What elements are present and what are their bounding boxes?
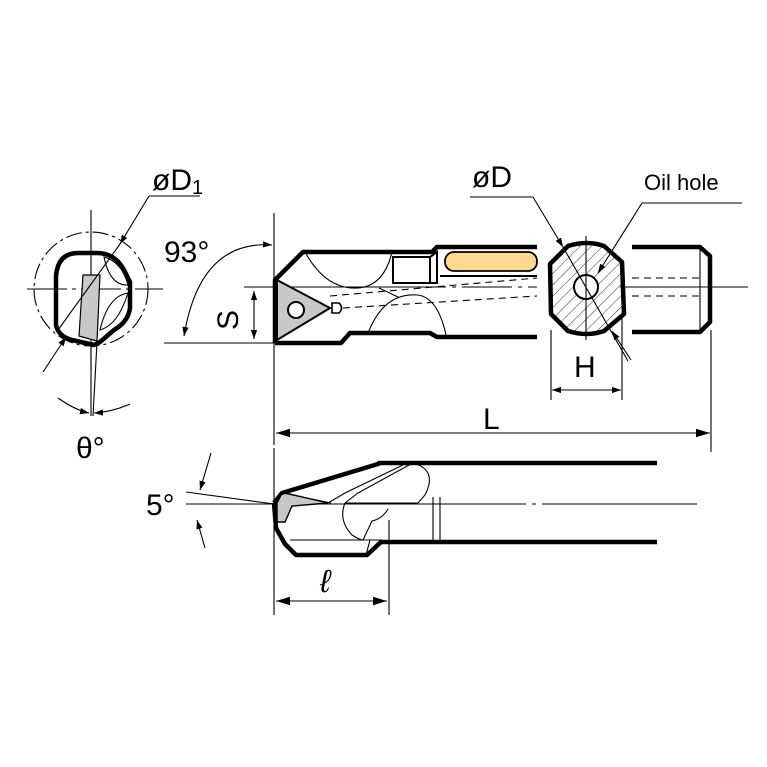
insert-clamp-screw xyxy=(331,302,343,314)
d-leader-arrow xyxy=(532,196,564,248)
label-l-total: L xyxy=(483,403,500,436)
side-top-outline xyxy=(272,460,657,505)
d-diameter-line xyxy=(562,246,629,362)
coolant-slot xyxy=(444,251,538,272)
head-top-outline xyxy=(272,244,537,343)
flute-drop xyxy=(365,539,371,556)
top-flute-arc xyxy=(304,251,393,289)
label-l-small: ℓ xyxy=(319,563,332,599)
d1-lower-arrow xyxy=(42,336,67,373)
head-bottom-outline xyxy=(275,330,537,346)
insert-screw-hole xyxy=(287,301,305,319)
d1-diameter-line xyxy=(57,243,121,331)
oil-channel-dash-1 xyxy=(342,295,538,309)
d1-leader-arrow xyxy=(119,195,150,245)
oil-hole-leader-arrow xyxy=(597,202,643,274)
label-h: H xyxy=(574,351,596,384)
label-d: øD xyxy=(472,161,512,194)
end-view-flute-top xyxy=(103,256,129,286)
side-view xyxy=(185,448,697,615)
bottom-flute-arc xyxy=(367,294,447,336)
label-d1: øD1 xyxy=(152,164,203,199)
section-outline xyxy=(547,240,627,337)
end-view-body-outline xyxy=(53,250,133,348)
label-oil-hole: Oil hole xyxy=(644,170,719,195)
shank-end-outline xyxy=(632,244,713,335)
end-view-insert xyxy=(78,274,101,342)
top-view xyxy=(164,196,748,452)
angle-5-arrow-bottom xyxy=(196,519,206,549)
flute-line-1 xyxy=(327,462,408,504)
label-s: S xyxy=(212,310,245,330)
clamp-box xyxy=(392,256,431,284)
side-bottom-outline xyxy=(271,502,657,558)
end-view xyxy=(27,195,200,417)
flute-back-curve xyxy=(345,462,430,504)
flute-line-2 xyxy=(344,463,412,504)
label-theta: θ° xyxy=(76,432,105,465)
label-angle-5: 5° xyxy=(146,489,175,522)
end-view-flute-bottom xyxy=(99,292,129,331)
flute-join xyxy=(378,287,399,298)
theta-arrow-left xyxy=(57,397,90,415)
theta-ref-line-1 xyxy=(92,341,98,417)
oil-channel-dash-2 xyxy=(329,277,538,297)
flute-curve xyxy=(342,502,389,541)
label-angle-93: 93° xyxy=(164,236,209,269)
insert-top-edge xyxy=(282,492,332,504)
angle-5-arrow-top xyxy=(199,452,212,491)
clamp-box-side xyxy=(429,250,438,284)
theta-arrow-right xyxy=(93,403,131,416)
angle-5-ref-line xyxy=(185,491,275,505)
angle-93-arc xyxy=(182,241,273,337)
